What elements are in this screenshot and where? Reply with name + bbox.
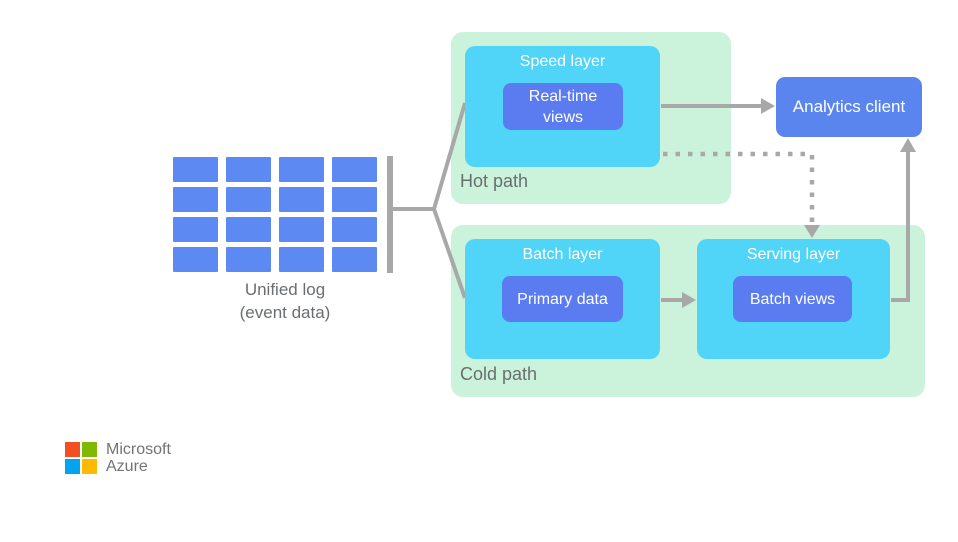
microsoft-logo-icon — [65, 442, 97, 474]
microsoft-azure-logo: Microsoft Azure — [65, 441, 171, 475]
log-cell — [173, 157, 218, 182]
azure-word: Azure — [106, 458, 148, 475]
unified-log-caption: Unified log (event data) — [173, 278, 397, 324]
cold-path-label: Cold path — [460, 364, 538, 384]
batch-layer-box: Batch layer Primary data — [465, 239, 660, 359]
log-cell — [279, 247, 324, 272]
log-cell — [173, 187, 218, 212]
log-cell — [279, 217, 324, 242]
serving-to-client-arrow — [891, 138, 916, 302]
source-split-connector — [393, 102, 467, 299]
analytics-client-box: Analytics client — [776, 77, 922, 137]
log-cell — [226, 247, 271, 272]
primary-data-label: Primary data — [517, 290, 608, 308]
batch-views-box: Batch views — [733, 276, 852, 322]
log-cell — [332, 247, 377, 272]
log-cell — [332, 157, 377, 182]
log-cell — [279, 187, 324, 212]
log-cell — [173, 247, 218, 272]
log-cell — [279, 157, 324, 182]
hot-path-label: Hot path — [460, 171, 529, 191]
realtime-views-box: Real-time views — [503, 83, 623, 130]
primary-data-box: Primary data — [502, 276, 623, 322]
analytics-client-label: Analytics client — [792, 97, 906, 116]
serving-layer-box: Serving layer Batch views — [697, 239, 890, 359]
serving-layer-title: Serving layer — [746, 246, 841, 263]
batch-views-label: Batch views — [749, 290, 836, 308]
speed-to-serving-dotted-arrow — [663, 151, 820, 238]
log-cell — [226, 217, 271, 242]
realtime-views-label: Real-time views — [528, 87, 598, 126]
speed-to-client-arrow — [661, 98, 775, 114]
log-cell — [332, 217, 377, 242]
batch-to-serving-arrow — [661, 292, 696, 308]
microsoft-azure-wordmark: Microsoft Azure — [106, 441, 171, 475]
ms-square-yellow — [82, 459, 97, 474]
ms-square-green — [82, 442, 97, 457]
speed-layer-box: Speed layer Real-time views — [465, 46, 660, 167]
unified-log-sublabel: (event data) — [239, 303, 331, 322]
ms-square-red — [65, 442, 80, 457]
log-cell — [226, 157, 271, 182]
log-cell — [226, 187, 271, 212]
speed-layer-title: Speed layer — [519, 53, 606, 70]
ms-square-blue — [65, 459, 80, 474]
microsoft-word: Microsoft — [106, 441, 171, 458]
log-cell — [332, 187, 377, 212]
batch-layer-title: Batch layer — [522, 246, 603, 263]
unified-log-label: Unified log — [244, 280, 326, 299]
unified-log — [173, 156, 393, 273]
unified-log-edge-bar — [387, 156, 393, 273]
log-cell — [173, 217, 218, 242]
unified-log-grid — [173, 157, 377, 272]
